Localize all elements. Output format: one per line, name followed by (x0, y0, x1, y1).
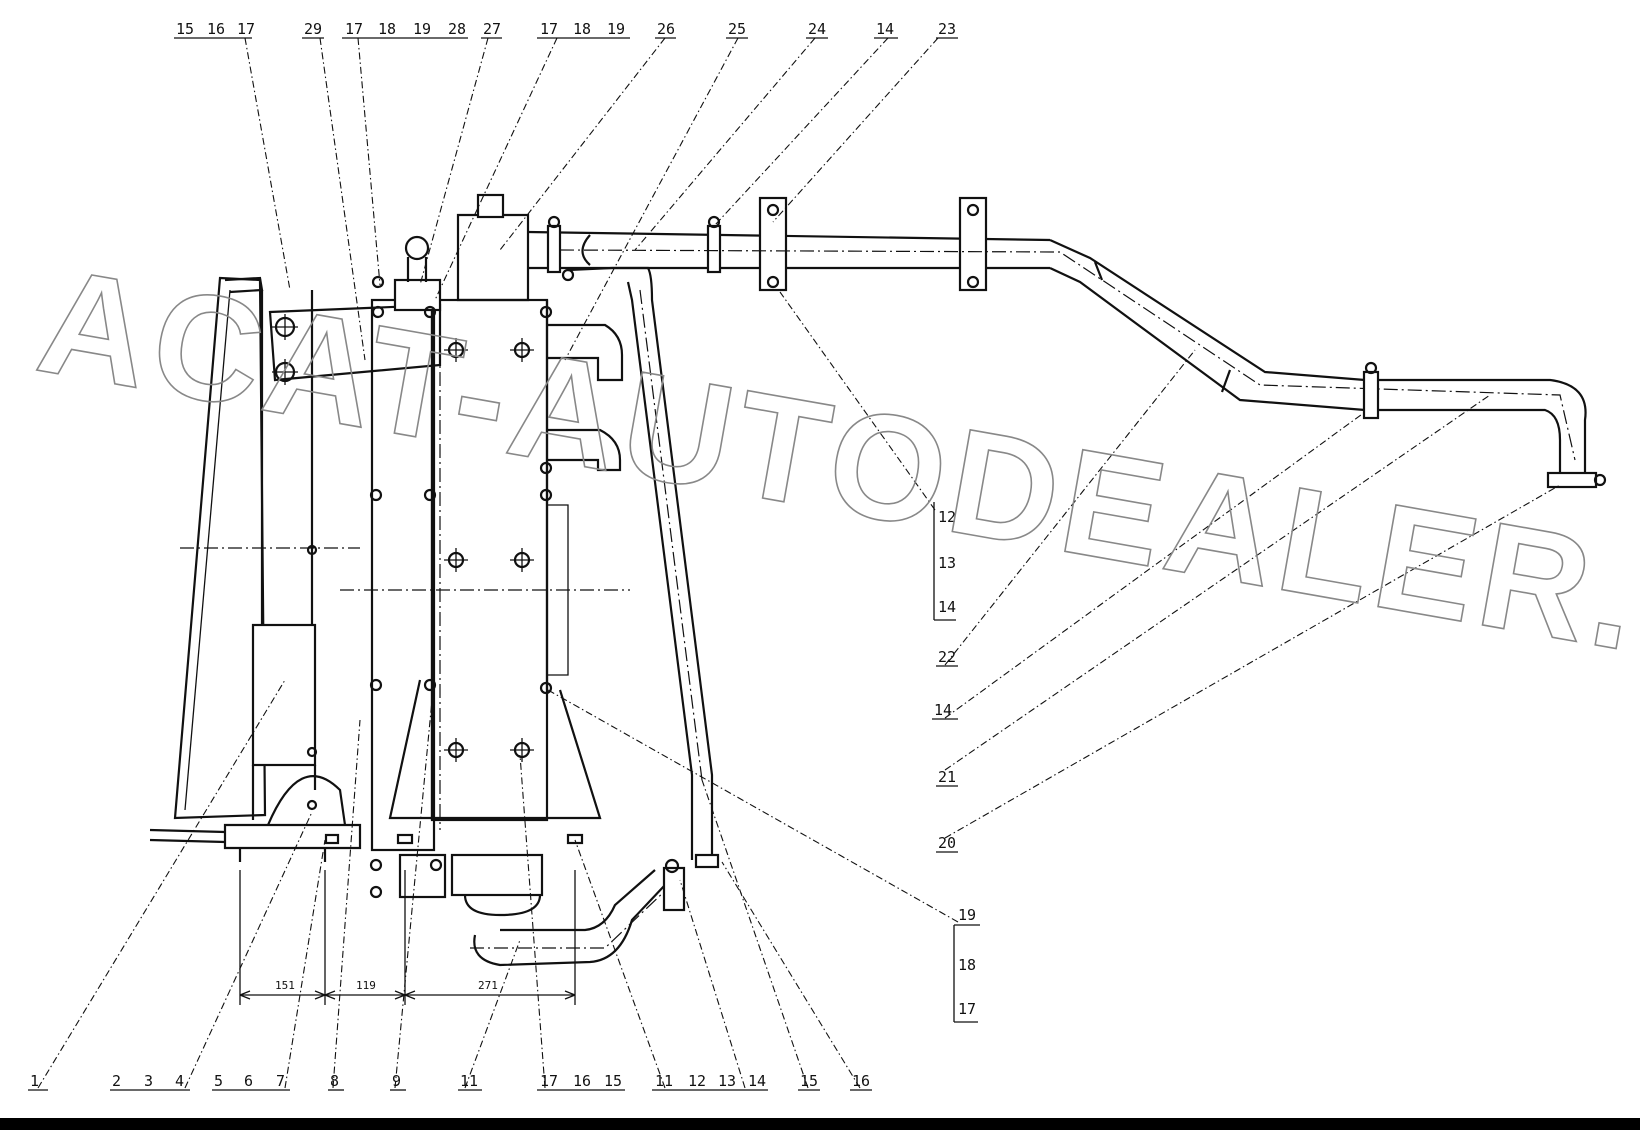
dimension-151: 151 (275, 979, 295, 992)
callout-bottom-9: 9 (392, 1072, 401, 1090)
callout-top-14: 14 (876, 20, 894, 38)
top-pipe (527, 196, 1607, 489)
callout-right-12: 12 (938, 508, 956, 526)
callout-top-25: 25 (728, 20, 746, 38)
callout-top-26: 26 (657, 20, 675, 38)
dimension-119: 119 (356, 979, 376, 992)
callout-right-18: 18 (958, 956, 976, 974)
bottom-border (0, 1118, 1640, 1130)
bolt-markers (306, 275, 584, 899)
callout-bottom-16b: 16 (852, 1072, 870, 1090)
callout-bottom-1: 1 (30, 1072, 39, 1090)
callout-right-17: 17 (958, 1000, 976, 1018)
callout-top-24: 24 (808, 20, 826, 38)
callout-right-14: 14 (938, 598, 956, 616)
callout-top-27: 27 (483, 20, 501, 38)
callout-top-28: 28 (448, 20, 466, 38)
callout-right-21: 21 (938, 768, 956, 786)
lower-hose (470, 858, 686, 967)
callout-bottom-8: 8 (330, 1072, 339, 1090)
callout-bottom-11b: 11 (655, 1072, 673, 1090)
callout-labels: 15 16 17 29 17 18 19 28 27 17 18 19 26 2… (28, 20, 980, 1091)
callout-right-20: 20 (938, 834, 956, 852)
callout-bottom-16: 16 (573, 1072, 591, 1090)
callout-bottom-5: 5 (214, 1072, 223, 1090)
dimension-lines: 151 119 271 (239, 870, 576, 1005)
callout-top-19b: 19 (607, 20, 625, 38)
radiator-assembly (149, 193, 630, 917)
callout-top-17c: 17 (540, 20, 558, 38)
callout-bottom-7: 7 (276, 1072, 285, 1090)
dimension-271: 271 (478, 979, 498, 992)
callout-right-22: 22 (938, 648, 956, 666)
callout-bottom-4: 4 (175, 1072, 184, 1090)
callout-top-29: 29 (304, 20, 322, 38)
callout-bottom-6: 6 (244, 1072, 253, 1090)
callout-bottom-12: 12 (688, 1072, 706, 1090)
callout-bottom-3: 3 (144, 1072, 153, 1090)
callout-top-16: 16 (207, 20, 225, 38)
vertical-pipe (567, 266, 720, 869)
callout-top-23: 23 (938, 20, 956, 38)
callout-bottom-15b: 15 (800, 1072, 818, 1090)
callout-top-17b: 17 (345, 20, 363, 38)
callout-bottom-14: 14 (748, 1072, 766, 1090)
callout-top-17: 17 (237, 20, 255, 38)
leader-lines (37, 37, 1561, 1089)
callout-bottom-2: 2 (112, 1072, 121, 1090)
mounting-holes (444, 338, 534, 762)
callout-bottom-13: 13 (718, 1072, 736, 1090)
callout-right-13: 13 (938, 554, 956, 572)
callout-top-18: 18 (378, 20, 396, 38)
callout-bottom-15: 15 (604, 1072, 622, 1090)
callout-right-14b: 14 (934, 701, 952, 719)
callout-top-19: 19 (413, 20, 431, 38)
callout-right-19: 19 (958, 906, 976, 924)
callout-bottom-11: 11 (460, 1072, 478, 1090)
callout-bottom-17: 17 (540, 1072, 558, 1090)
callout-top-18b: 18 (573, 20, 591, 38)
callout-top-15: 15 (176, 20, 194, 38)
